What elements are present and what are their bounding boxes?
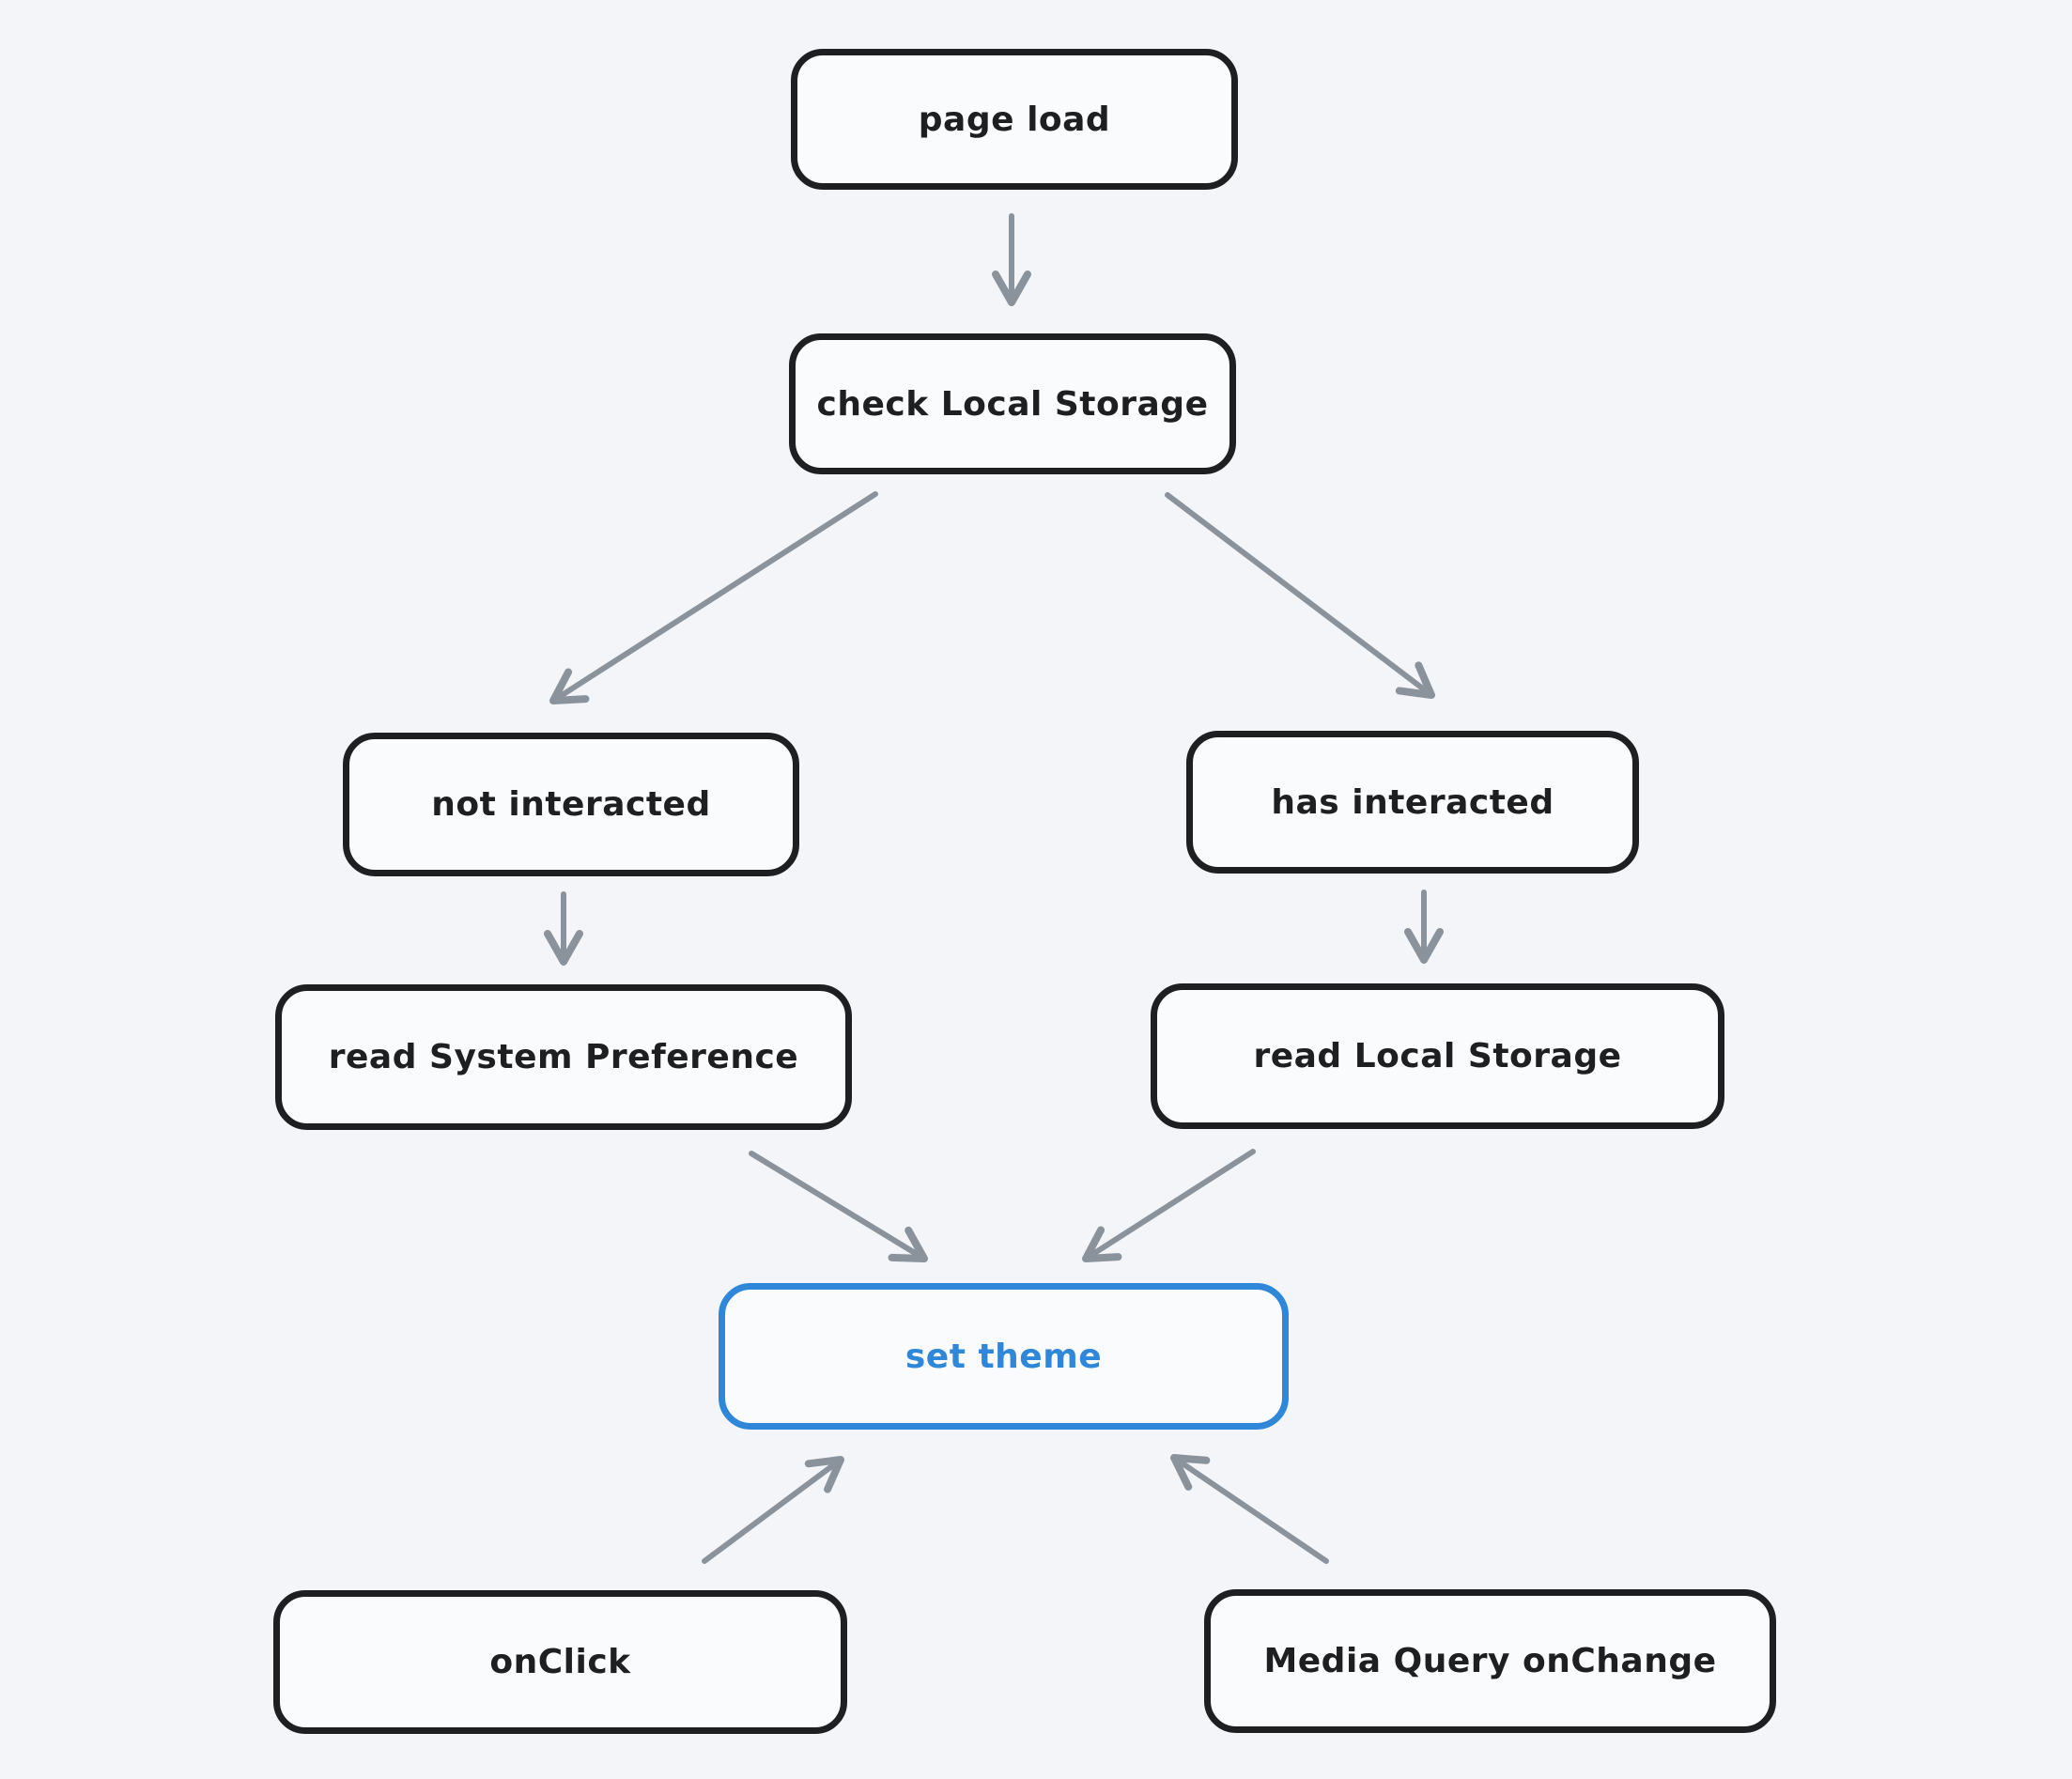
node-not-interacted: not interacted xyxy=(343,733,799,876)
node-page-load: page load xyxy=(791,49,1238,190)
arrow-read-local-storage-to-set-theme xyxy=(1082,1149,1256,1262)
node-not-interacted-label: not interacted xyxy=(431,785,711,824)
node-has-interacted-label: has interacted xyxy=(1271,782,1554,822)
arrow-check-local-storage-to-not-interacted xyxy=(549,491,878,704)
node-onclick: onClick xyxy=(273,1590,847,1734)
node-set-theme-label: set theme xyxy=(905,1337,1103,1376)
node-media-query-onchange: Media Query onChange xyxy=(1204,1589,1776,1733)
node-has-interacted: has interacted xyxy=(1186,731,1639,874)
node-onclick-label: onClick xyxy=(489,1643,631,1681)
node-read-system-preference-label: read System Preference xyxy=(328,1038,799,1076)
arrow-read-system-preference-to-set-theme xyxy=(749,1151,928,1262)
arrow-media-query-onchange-to-set-theme xyxy=(1170,1454,1329,1564)
node-set-theme: set theme xyxy=(719,1283,1289,1430)
node-read-system-preference: read System Preference xyxy=(275,984,852,1130)
arrow-onclick-to-set-theme xyxy=(702,1456,844,1564)
node-read-local-storage-label: read Local Storage xyxy=(1253,1037,1622,1075)
node-check-local-storage-label: check Local Storage xyxy=(816,384,1209,424)
node-media-query-onchange-label: Media Query onChange xyxy=(1263,1642,1717,1680)
node-page-load-label: page load xyxy=(918,100,1111,139)
node-check-local-storage: check Local Storage xyxy=(789,333,1236,474)
arrow-check-local-storage-to-has-interacted xyxy=(1165,492,1435,699)
node-read-local-storage: read Local Storage xyxy=(1151,983,1724,1129)
